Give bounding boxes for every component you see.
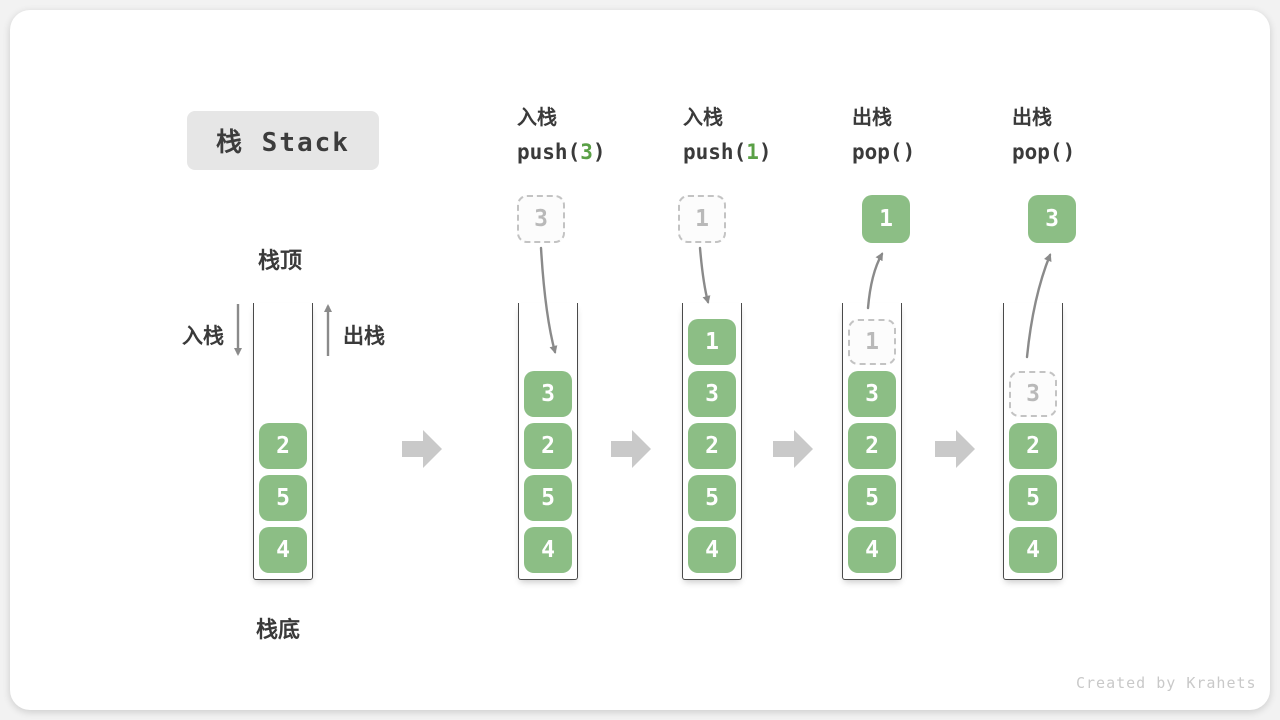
stack-element: 3 — [848, 371, 896, 417]
operation-caption-push3: 入栈 push(3) — [517, 105, 677, 167]
stack-element-removed: 1 — [848, 319, 896, 365]
stack-element: 4 — [688, 527, 736, 573]
stack-element: 4 — [848, 527, 896, 573]
popped-value-box: 3 — [1028, 195, 1076, 243]
stack-top-label: 栈顶 — [258, 248, 303, 273]
operation-name: 入栈 — [517, 107, 557, 129]
pushed-value-box: 3 — [517, 195, 565, 243]
stack-container-after-pop1: 1 3 2 5 4 — [842, 303, 902, 580]
diagram-title-label: 栈 Stack — [216, 128, 350, 158]
stack-element: 2 — [524, 423, 572, 469]
stack-element: 5 — [1009, 475, 1057, 521]
stack-element: 3 — [688, 371, 736, 417]
operation-caption-push1: 入栈 push(1) — [683, 105, 843, 167]
stack-element: 4 — [524, 527, 572, 573]
stack-element: 4 — [1009, 527, 1057, 573]
stack-element: 5 — [848, 475, 896, 521]
operation-code: pop() — [1012, 140, 1076, 164]
stack-element: 2 — [1009, 423, 1057, 469]
stack-element: 3 — [524, 371, 572, 417]
operation-caption-pop2: 出栈 pop() — [1012, 105, 1172, 167]
stack-element: 2 — [848, 423, 896, 469]
stack-element: 2 — [688, 423, 736, 469]
stack-element: 5 — [259, 475, 307, 521]
stack-element: 5 — [524, 475, 572, 521]
pop-side-label: 出栈 — [343, 325, 385, 348]
operation-code: push(3) — [517, 140, 606, 164]
stack-element: 1 — [688, 319, 736, 365]
operation-code: pop() — [852, 140, 916, 164]
watermark: Created by Krahets — [1076, 674, 1257, 692]
operation-name: 出栈 — [1012, 107, 1052, 129]
operation-caption-pop1: 出栈 pop() — [852, 105, 1012, 167]
operation-name: 入栈 — [683, 107, 723, 129]
pushed-value-box: 1 — [678, 195, 726, 243]
stack-element: 5 — [688, 475, 736, 521]
diagram-title: 栈 Stack — [187, 111, 379, 170]
stack-container-after-push1: 1 3 2 5 4 — [682, 303, 742, 580]
stack-element: 4 — [259, 527, 307, 573]
stack-container-after-push3: 3 2 5 4 — [518, 303, 578, 580]
stack-element-removed: 3 — [1009, 371, 1057, 417]
operation-code: push(1) — [683, 140, 772, 164]
popped-value-box: 1 — [862, 195, 910, 243]
stack-bottom-label: 栈底 — [256, 617, 301, 642]
stack-container-initial: 2 5 4 — [253, 303, 313, 580]
push-side-label: 入栈 — [182, 325, 224, 348]
stack-element: 2 — [259, 423, 307, 469]
stack-container-after-pop2: 3 2 5 4 — [1003, 303, 1063, 580]
operation-name: 出栈 — [852, 107, 892, 129]
